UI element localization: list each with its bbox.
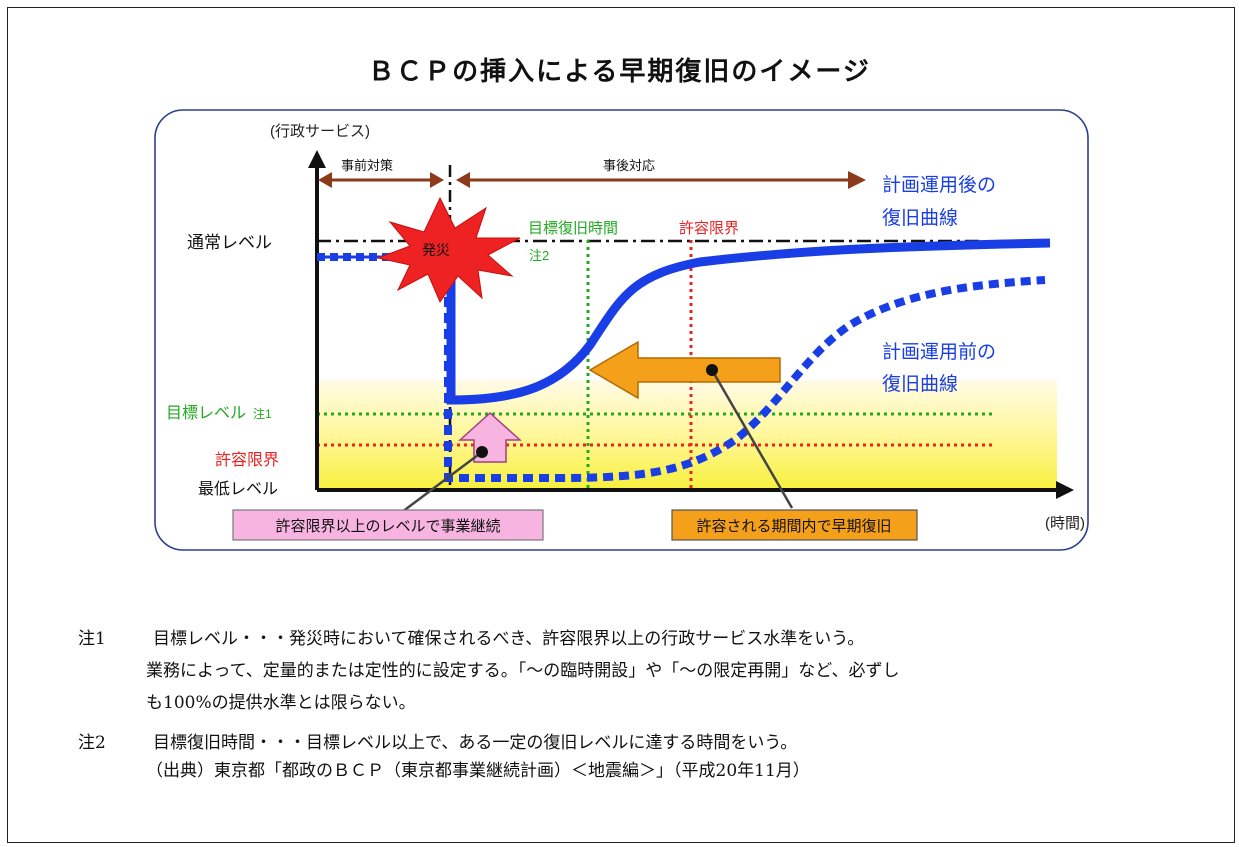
disaster-label: 発災 (422, 242, 450, 258)
continuity-connector (401, 451, 483, 513)
note2-line-2: （出典）東京都「都政のＢＣＰ（東京都事業継続計画）＜地震編＞」（平成20年11月… (146, 761, 810, 781)
tolerance-limit-left-label: 許容限界 (215, 451, 279, 469)
target-level-label: 目標レベル (166, 404, 246, 422)
disaster-burst (376, 196, 521, 304)
note2-mark: 注2 (529, 248, 549, 263)
after-plan-recovery-curve (446, 238, 1051, 405)
continuity-box-label: 許容限界以上のレベルで事業継続 (275, 518, 500, 535)
note1-tag: 注1 (78, 629, 106, 649)
x-axis-arrow (1056, 481, 1074, 499)
note2-line-1: 目標復旧時間・・・目標レベル以上で、ある一定の復旧レベルに達する時間をいう。 (153, 733, 798, 753)
tolerance-limit-top-label: 許容限界 (679, 220, 739, 237)
post-response-arrow-right (848, 171, 866, 189)
post-response-arrow-left (456, 172, 470, 188)
post-response-label: 事後対応 (603, 158, 655, 173)
y-axis-label: (行政サービス) (270, 123, 370, 140)
note1-mark: 注1 (253, 406, 272, 421)
note2-tag: 注2 (78, 733, 106, 753)
continuity-dot (476, 446, 488, 458)
note1-line-2: 業務によって、定量的または定性的に設定する。「～の臨時開設」や「～の限定再開」な… (146, 661, 900, 681)
early-recovery-box-label: 許容される期間内で早期復旧 (696, 518, 891, 535)
pre-measures-label: 事前対策 (341, 158, 393, 173)
pre-measures-arrow-right (430, 172, 444, 188)
continuity-arrow (458, 411, 522, 463)
continuity-box (232, 509, 544, 541)
y-axis-arrow (308, 150, 326, 168)
after-curve-label-2: 復旧曲線 (882, 207, 958, 229)
early-recovery-arrow (588, 340, 781, 400)
page-frame (7, 7, 1235, 843)
before-plan-recovery-curve (444, 265, 1046, 482)
x-axis-label: (時間) (1045, 515, 1085, 532)
early-recovery-box (671, 509, 918, 541)
page-title: ＢＣＰの挿入による早期復旧のイメージ (368, 57, 871, 87)
early-recovery-dot (706, 364, 718, 376)
note1-line-1: 目標レベル・・・発災時において確保されるべき、許容限界以上の行政サービス水準をい… (153, 629, 865, 649)
target-recovery-time-label: 目標復旧時間 (528, 220, 618, 237)
min-level-label: 最低レベル (198, 480, 278, 498)
note1-line-3: も100%の提供水準とは限らない。 (146, 693, 416, 713)
pre-measures-arrow-left (318, 172, 332, 188)
after-curve-label-1: 計画運用後の (882, 174, 996, 196)
before-curve-label-1: 計画運用前の (882, 341, 996, 363)
bcp-diagram: (行政サービス) 事前対策 事後対応 通常レベル 発災 目標復旧時間 注2 許容… (154, 109, 1089, 551)
before-curve-label-2: 復旧曲線 (882, 373, 958, 395)
normal-level-label: 通常レベル (187, 233, 272, 252)
early-recovery-connector (710, 369, 794, 509)
low-level-zone (317, 380, 1057, 490)
